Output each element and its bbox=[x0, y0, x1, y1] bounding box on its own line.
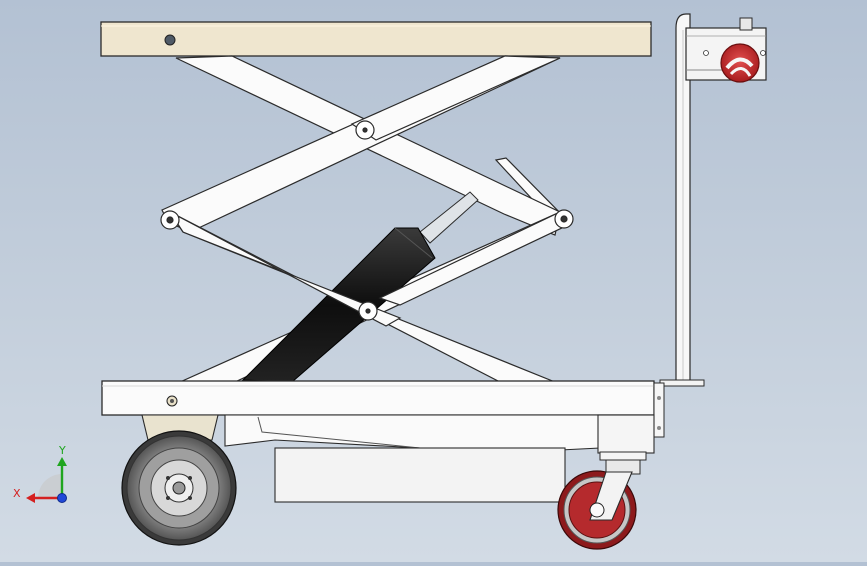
front-wheel[interactable] bbox=[121, 430, 237, 546]
scissor-front-arm bbox=[350, 55, 561, 141]
hydraulic-cylinder[interactable] bbox=[241, 191, 479, 383]
axis-y-label: Y bbox=[58, 444, 66, 457]
release-knob-icon[interactable] bbox=[720, 43, 760, 83]
caster-wheel[interactable] bbox=[557, 451, 647, 550]
control-box[interactable] bbox=[685, 17, 767, 83]
pivot-pins bbox=[160, 120, 574, 321]
axis-x-label: X bbox=[13, 487, 21, 500]
axis-triad: X Y bbox=[13, 444, 67, 503]
base-frame[interactable] bbox=[101, 380, 665, 438]
chassis-skirt bbox=[224, 414, 655, 503]
scissor-arms[interactable] bbox=[161, 55, 569, 383]
push-handle[interactable] bbox=[659, 13, 705, 387]
top-platform[interactable] bbox=[100, 21, 652, 57]
